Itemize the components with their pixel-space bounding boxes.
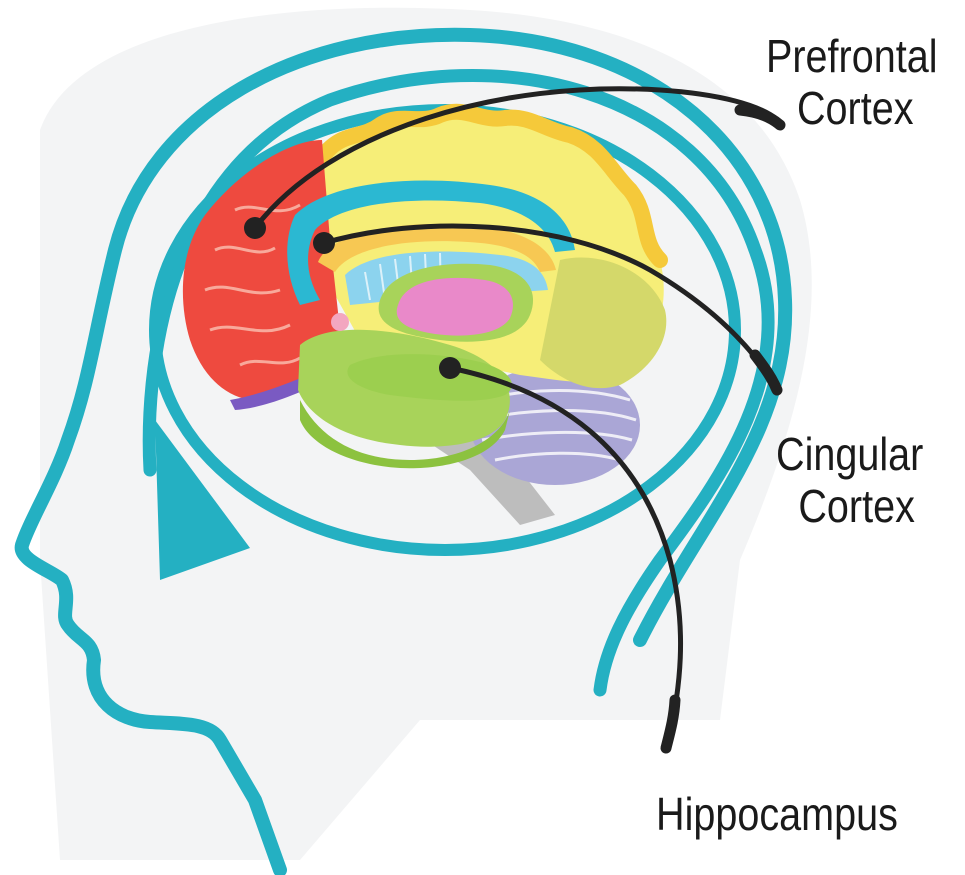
cingular-cortex-label: Cingular Cortex [776,428,923,532]
hippocampus-label: Hippocampus [656,788,898,840]
thalamus [397,278,513,336]
hippocampus-marker-dot [439,357,461,379]
hippocampus-label-line1: Hippocampus [656,788,898,840]
septal-nucleus [331,313,349,331]
prefrontal-label-line1: Prefrontal [766,30,938,82]
cingular-marker-dot [313,232,335,254]
cingular-label-line2: Cortex [776,480,923,532]
prefrontal-marker-dot [244,217,266,239]
prefrontal-label-line2: Cortex [766,82,938,134]
prefrontal-cortex-label: Prefrontal Cortex [766,30,938,134]
cingular-label-line1: Cingular [776,428,923,480]
